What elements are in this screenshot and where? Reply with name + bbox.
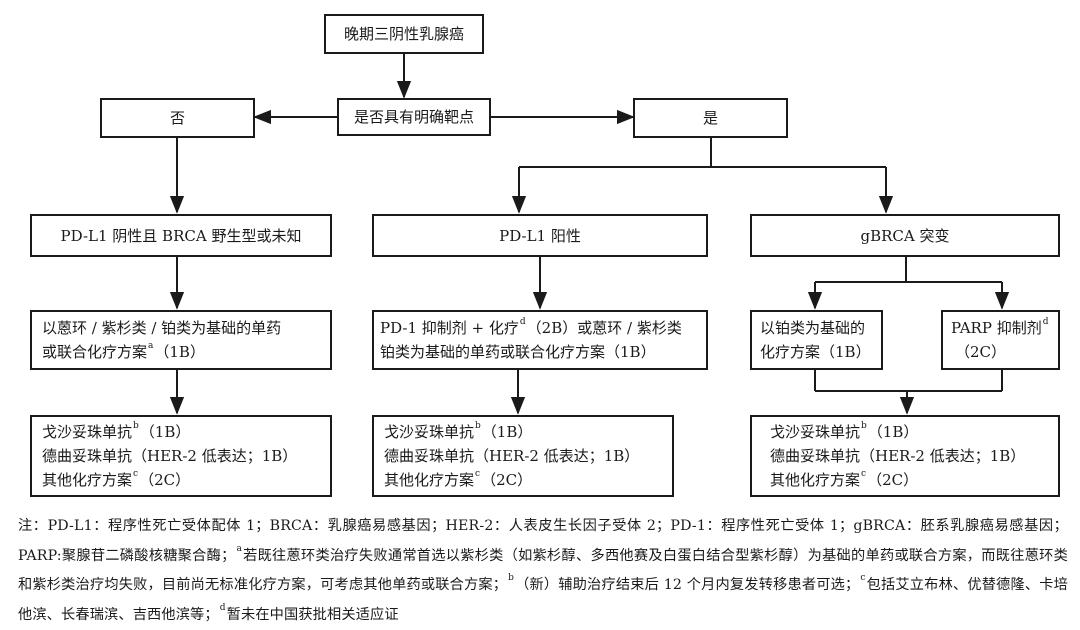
node-final-neg: 戈沙妥珠单抗b（1B） 德曲妥珠单抗（HER-2 低表达；1B） 其他化疗方案c…	[30, 415, 332, 497]
node-yes: 是	[633, 98, 788, 138]
node-final-gbrca: 戈沙妥珠单抗b（1B） 德曲妥珠单抗（HER-2 低表达；1B） 其他化疗方案c…	[750, 415, 1060, 497]
node-pdl1-negative: PD-L1 阴性且 BRCA 野生型或未知	[30, 214, 332, 257]
flowchart: 晚期三阴性乳腺癌 是否具有明确靶点 否 是 PD-L1 阴性且 BRCA 野生型…	[30, 14, 1060, 497]
connector-lines	[169, 54, 1010, 415]
node-platinum-chemo: 以铂类为基础的 化疗方案（1B）	[750, 310, 883, 370]
node-root: 晚期三阴性乳腺癌	[324, 14, 484, 54]
node-parp-inhibitor: PARP 抑制剂d （2C）	[941, 310, 1060, 370]
node-question: 是否具有明确靶点	[337, 98, 491, 136]
footnote: 注：PD-L1：程序性死亡受体配体 1；BRCA：乳腺癌易感基因；HER-2：人…	[18, 518, 1069, 623]
node-no: 否	[100, 98, 255, 138]
node-neg-chemo: 以蒽环 / 紫杉类 / 铂类为基础的单药 或联合化疗方案a（1B）	[30, 310, 332, 370]
node-pos-chemo: PD-1 抑制剂 + 化疗d（2B）或蒽环 / 紫杉类 铂类为基础的单药或联合化…	[372, 310, 708, 370]
node-pdl1-positive: PD-L1 阳性	[372, 214, 708, 257]
node-gbrca: gBRCA 突变	[750, 214, 1060, 257]
node-final-pos: 戈沙妥珠单抗b（1B） 德曲妥珠单抗（HER-2 低表达；1B） 其他化疗方案c…	[372, 415, 674, 497]
